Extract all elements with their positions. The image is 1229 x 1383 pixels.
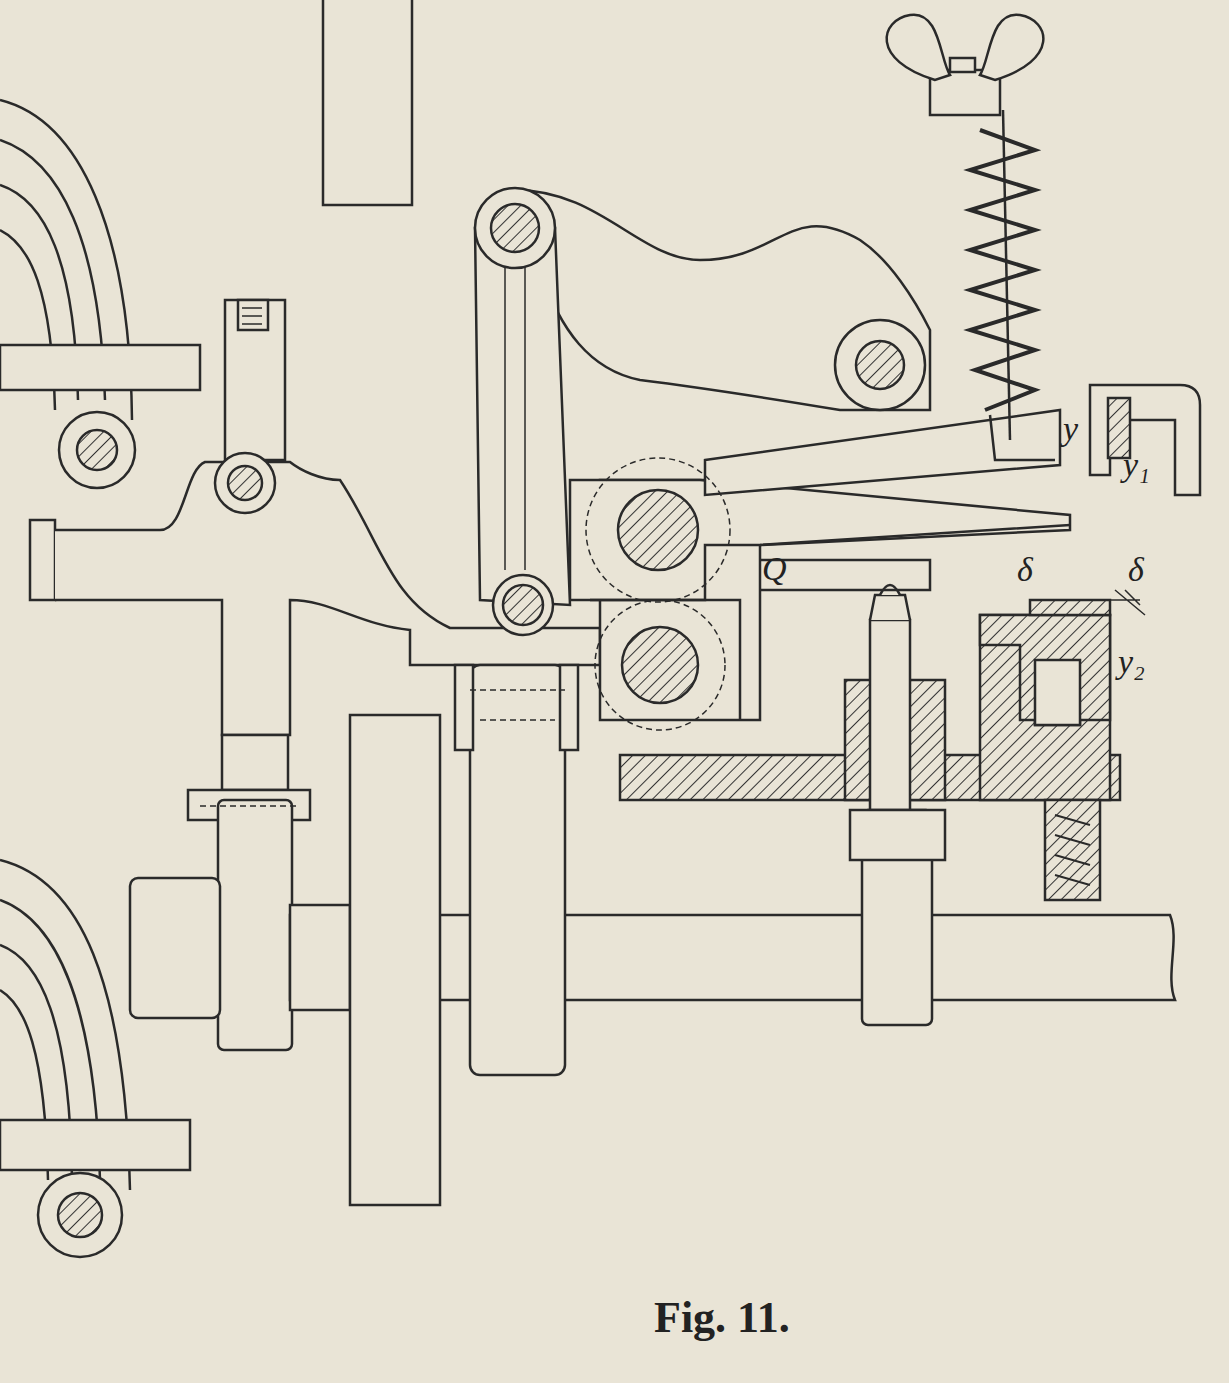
part-label: δ (1128, 553, 1144, 587)
part-label: y₂ (1118, 645, 1145, 679)
part-label: δ (1017, 553, 1033, 587)
part-label: y (1063, 412, 1078, 446)
figure-caption: Fig. 11. (654, 1296, 790, 1340)
part-label: y₁ (1123, 448, 1150, 482)
part-label: Q (762, 552, 787, 586)
